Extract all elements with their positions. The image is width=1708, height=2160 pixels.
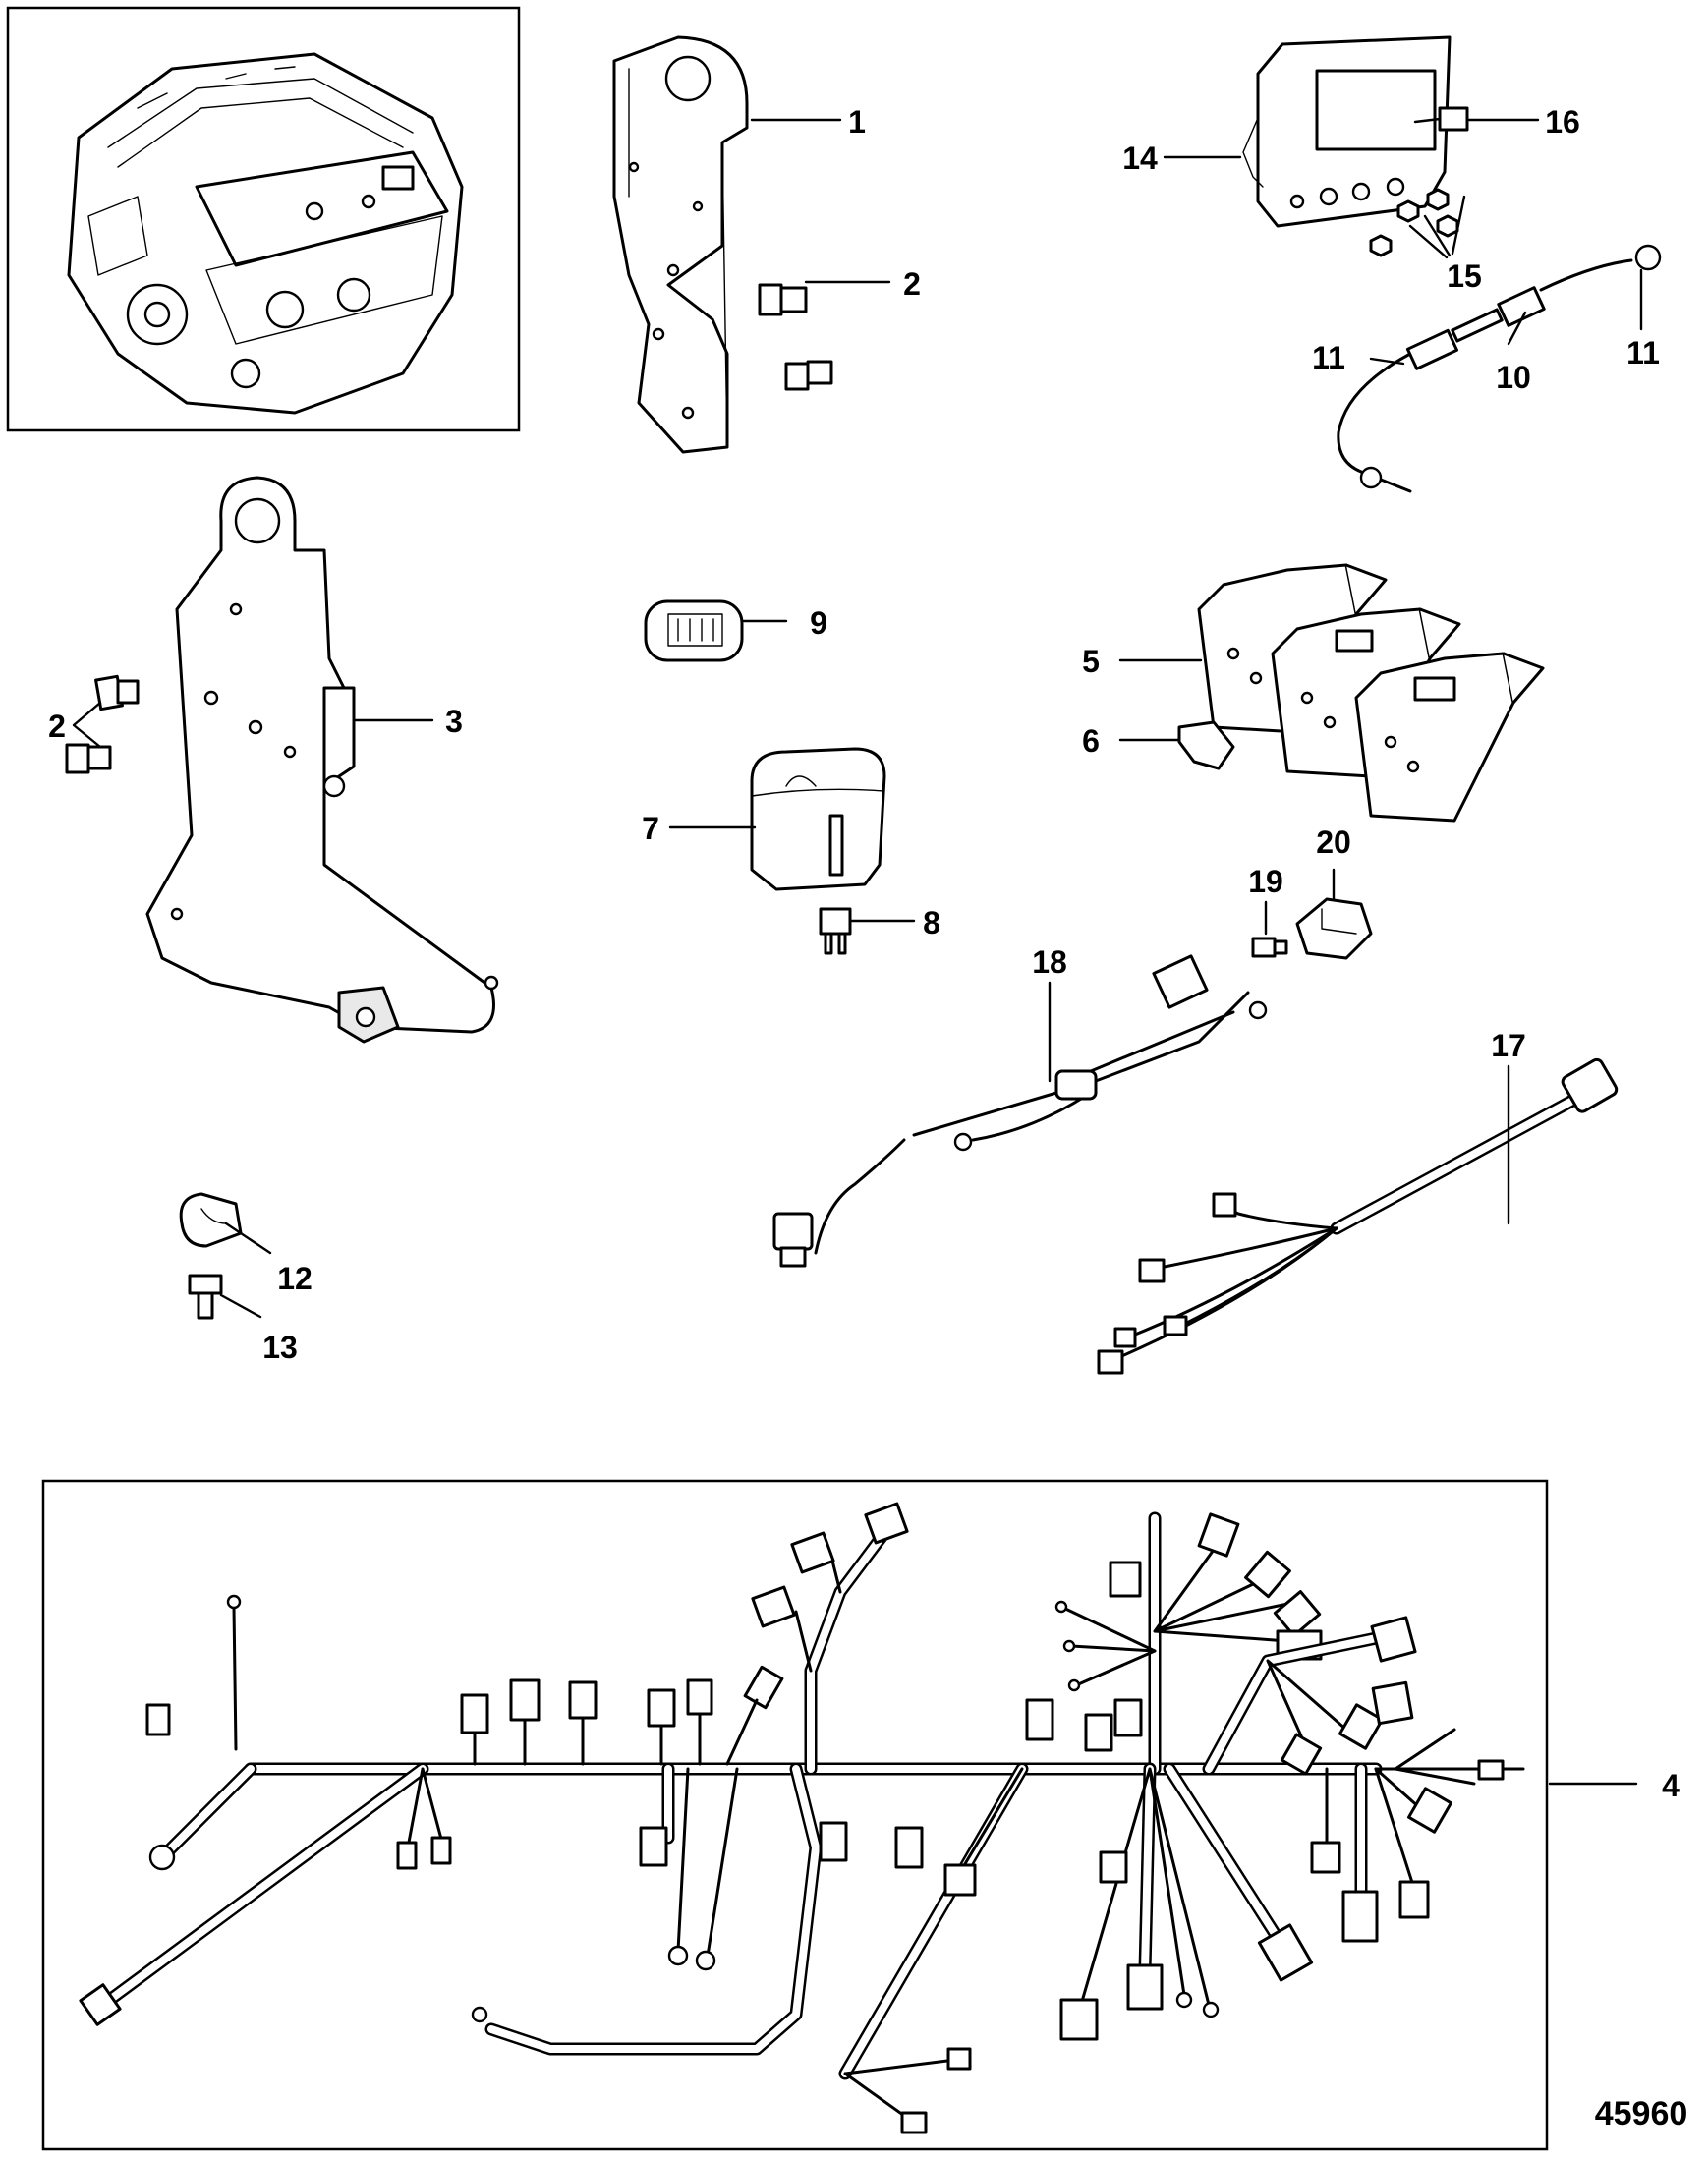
callout-9: 9 (810, 605, 827, 641)
callout-8: 8 (923, 905, 940, 940)
callout-1: 1 (848, 104, 866, 140)
part-15-nuts (1369, 188, 1459, 257)
callout-14: 14 (1122, 141, 1158, 176)
part-14-module (1242, 35, 1452, 228)
callout-5: 5 (1082, 644, 1100, 679)
callout-15: 15 (1447, 258, 1482, 294)
callout-20: 20 (1316, 824, 1351, 860)
part-18-harness (772, 954, 1268, 1268)
callout-10: 10 (1496, 360, 1531, 395)
part-17-harness (1097, 1057, 1619, 1375)
part-8-fuse (819, 907, 852, 955)
part-3-bracket (145, 476, 499, 1044)
part-10-11-fuse-cable (1337, 244, 1662, 493)
part-7-relay-center (750, 747, 886, 891)
part-12-clamp (179, 1192, 243, 1248)
callout-17: 17 (1491, 1028, 1526, 1063)
part-4-main-harness (41, 1479, 1549, 2151)
part-9-connector (644, 599, 744, 662)
callout-12: 12 (277, 1261, 313, 1296)
part-1-bracket (612, 35, 749, 454)
callout-16: 16 (1545, 104, 1580, 140)
part-2-bolts-upper (758, 283, 833, 391)
callout-4: 4 (1662, 1768, 1680, 1803)
callout-6: 6 (1082, 723, 1100, 759)
callout-19: 19 (1248, 864, 1283, 899)
callout-2-left: 2 (48, 709, 66, 744)
part-13-bolt (188, 1274, 223, 1320)
part-6-clip (1177, 720, 1235, 770)
callout-2-upper: 2 (903, 266, 921, 302)
part-16-screw (1413, 106, 1469, 132)
callout-18: 18 (1032, 944, 1067, 980)
part-5-relay-block (1197, 563, 1545, 823)
callout-7: 7 (642, 811, 659, 846)
callout-11-left: 11 (1312, 340, 1345, 375)
figure-number: 45960 (1595, 2095, 1688, 2132)
callout-3: 3 (445, 704, 463, 739)
engine-inset (6, 6, 521, 432)
part-19-fuse (1251, 937, 1288, 958)
part-20-relay (1295, 897, 1373, 960)
callout-13: 13 (262, 1330, 298, 1365)
callout-11-right: 11 (1626, 335, 1660, 370)
engine-block-illustration (67, 52, 464, 415)
callout-labels: 1 2 2 3 4 5 6 7 8 9 10 11 11 12 13 14 15… (48, 104, 1687, 2132)
part-2-bolts-left (65, 674, 140, 774)
leader-lines (72, 118, 1643, 1786)
